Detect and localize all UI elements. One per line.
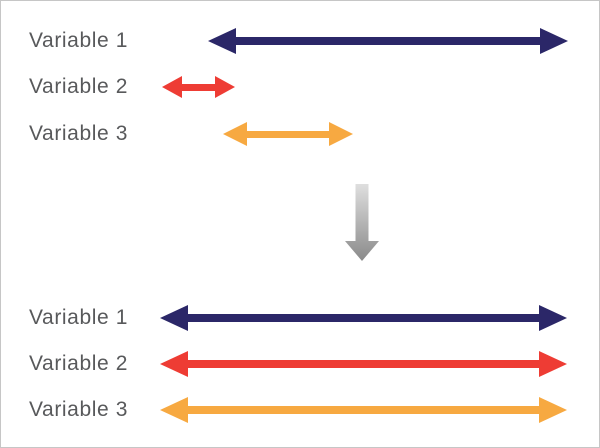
before-row-variable-1: Variable 1	[1, 28, 599, 54]
arrow-left-head-icon	[160, 305, 188, 331]
arrow-shaft	[188, 314, 539, 322]
arrow-right-head-icon	[329, 122, 353, 146]
variable-2-range-arrow	[162, 76, 235, 98]
arrow-right-head-icon	[539, 397, 567, 423]
variable-3-range-arrow	[223, 122, 353, 146]
variable-3-label: Variable 3	[29, 122, 129, 145]
after-row-variable-3: Variable 3	[1, 397, 599, 423]
before-row-variable-3: Variable 3	[1, 121, 599, 147]
arrow-right-head-icon	[540, 28, 568, 54]
arrow-left-head-icon	[160, 351, 188, 377]
arrow-shaft	[236, 37, 540, 45]
arrow-shaft	[247, 130, 329, 138]
down-arrow-icon	[345, 184, 379, 261]
arrow-left-head-icon	[162, 76, 182, 98]
variable-1-label: Variable 1	[29, 306, 129, 329]
variable-2-range-arrow	[160, 351, 567, 377]
variable-3-range-arrow	[160, 397, 567, 423]
variable-1-range-arrow	[160, 305, 567, 331]
arrow-left-head-icon	[208, 28, 236, 54]
arrow-right-head-icon	[539, 351, 567, 377]
after-row-variable-2: Variable 2	[1, 351, 599, 377]
variable-2-label: Variable 2	[29, 75, 129, 98]
arrow-shaft	[182, 83, 215, 91]
variable-3-label: Variable 3	[29, 398, 129, 421]
variable-1-label: Variable 1	[29, 29, 129, 52]
after-row-variable-1: Variable 1	[1, 305, 599, 331]
arrow-right-head-icon	[539, 305, 567, 331]
variable-2-label: Variable 2	[29, 352, 129, 375]
before-row-variable-2: Variable 2	[1, 74, 599, 100]
arrow-shaft	[188, 406, 539, 414]
variable-1-range-arrow	[208, 28, 568, 54]
arrow-right-head-icon	[215, 76, 235, 98]
arrow-left-head-icon	[160, 397, 188, 423]
arrow-shaft	[188, 360, 539, 368]
arrow-left-head-icon	[223, 122, 247, 146]
